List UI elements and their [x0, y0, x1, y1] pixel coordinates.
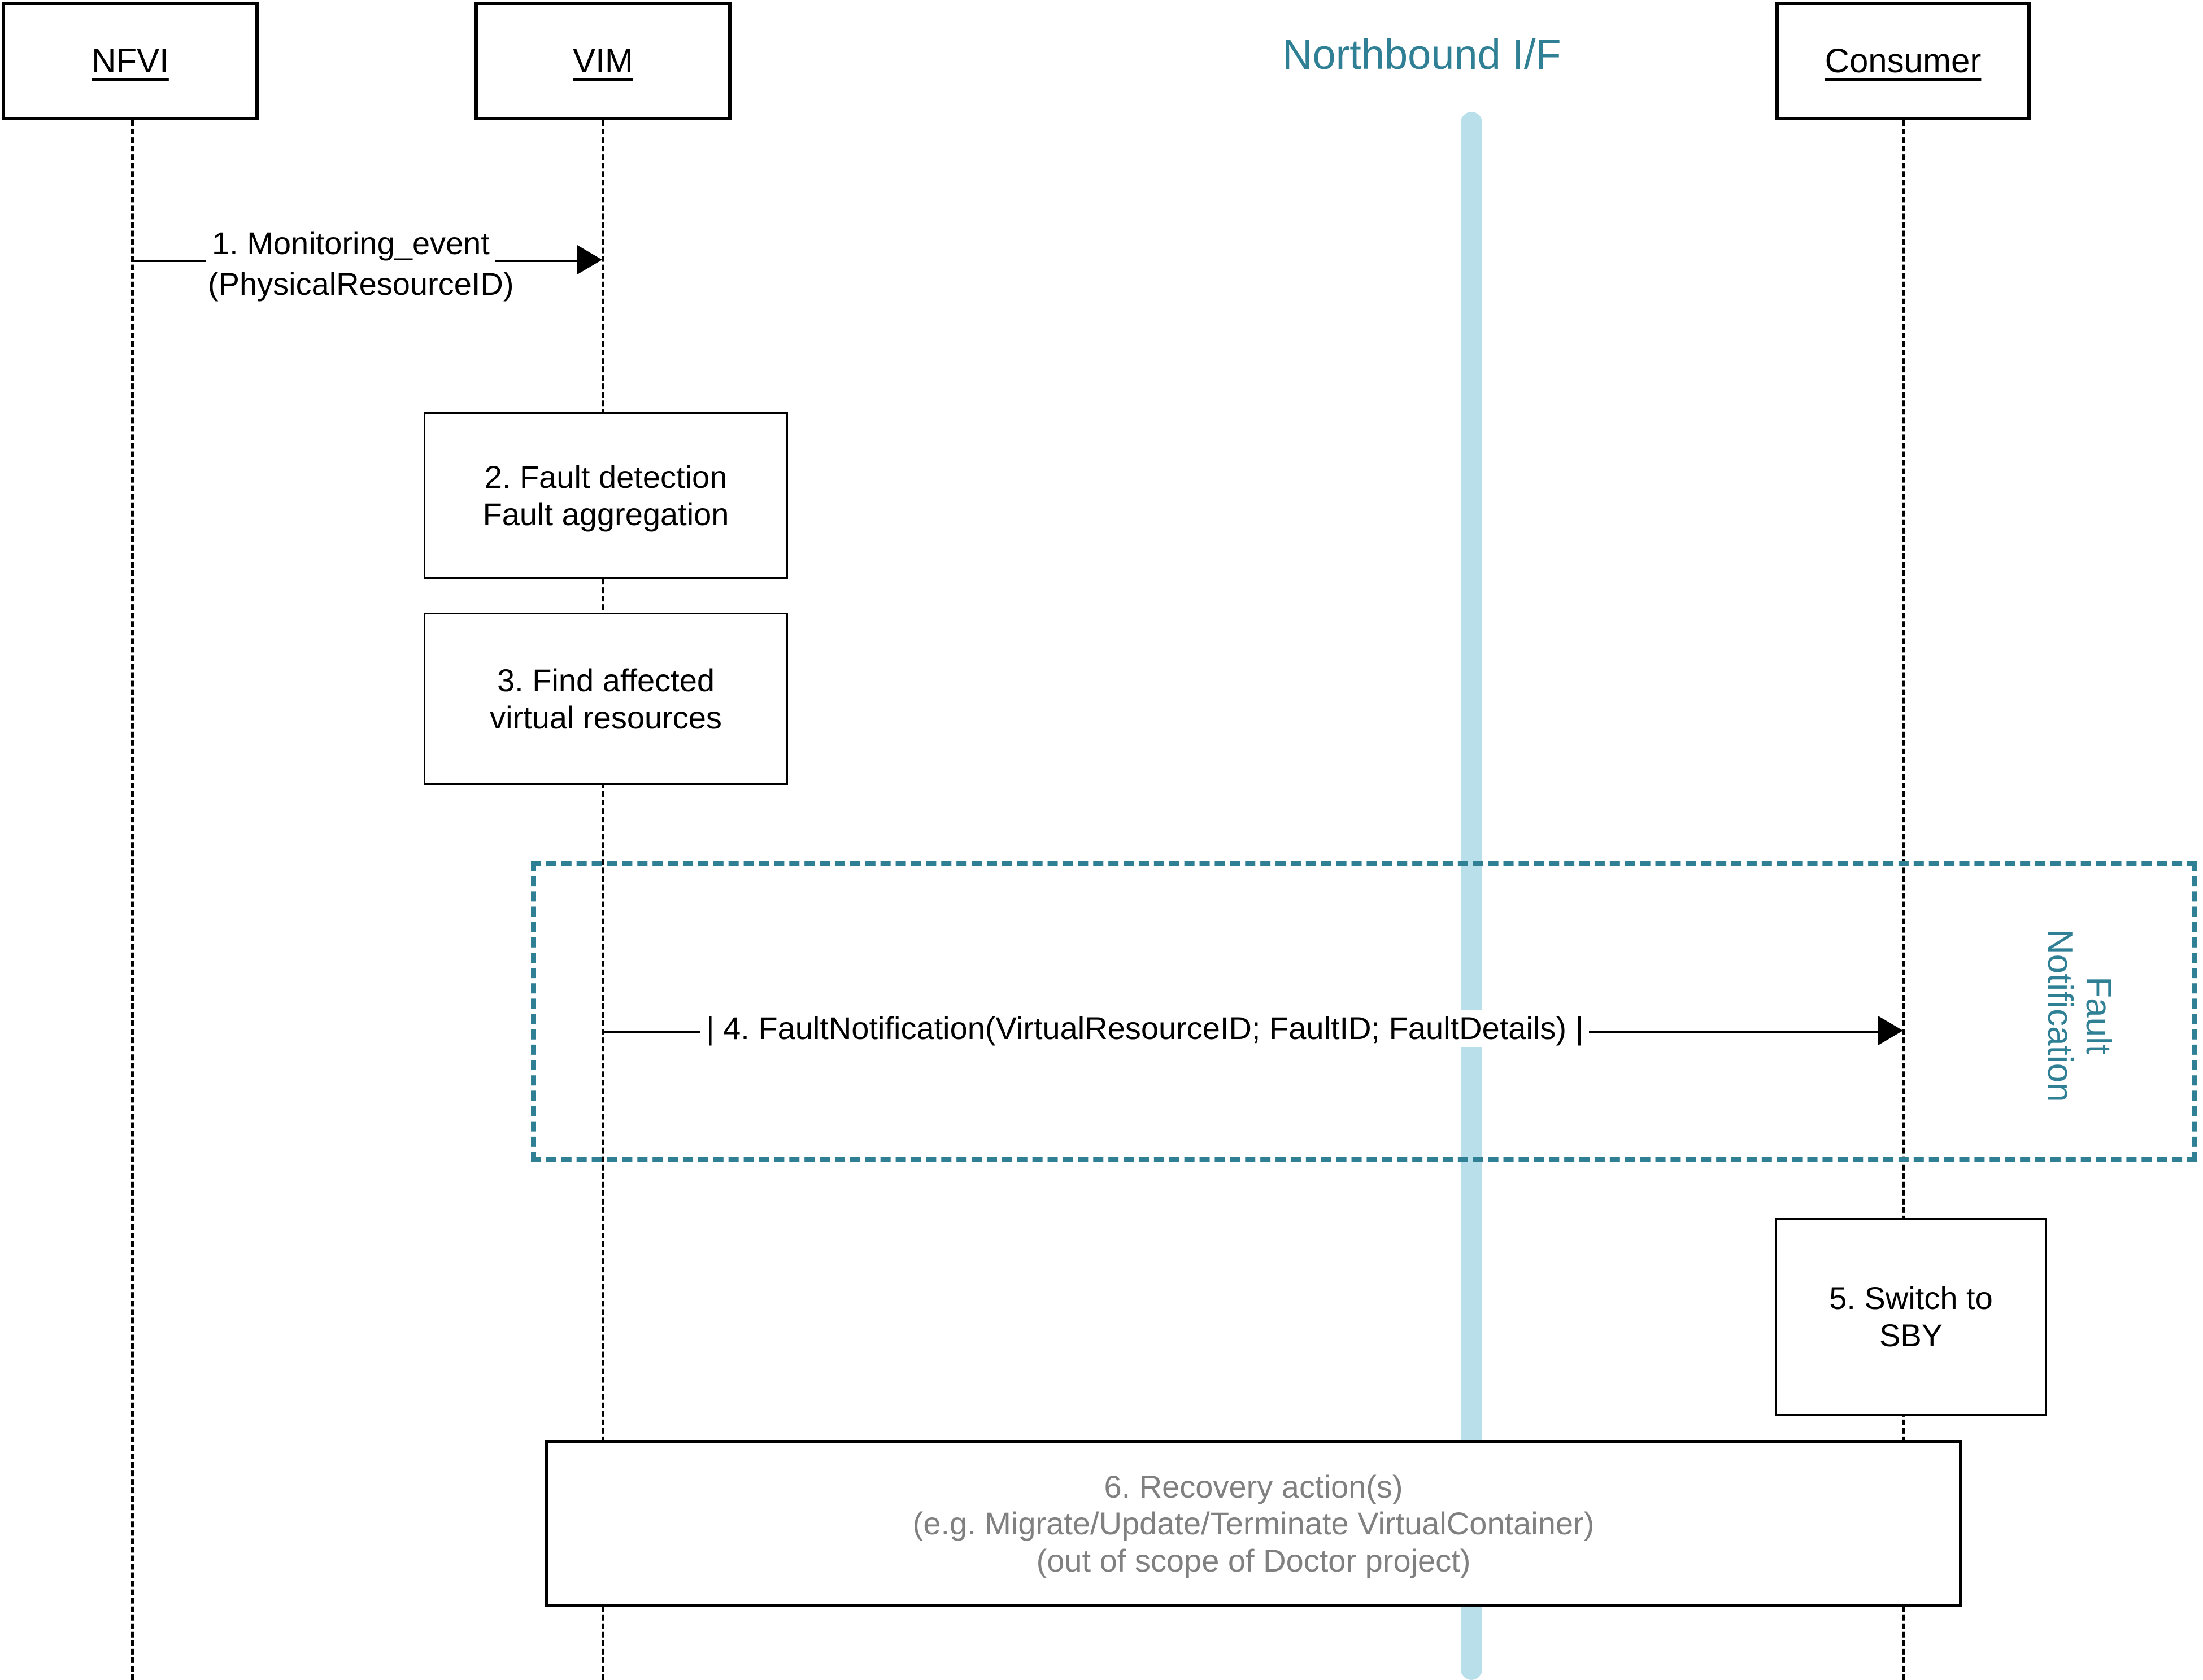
actor-box-consumer[interactable]: Consumer — [1775, 2, 2031, 120]
northbound-interface-band — [1461, 112, 1482, 1680]
message-arrowhead-4 — [1878, 1016, 1903, 1045]
process-box-step-6[interactable]: 6. Recovery action(s) (e.g. Migrate/Upda… — [545, 1440, 1962, 1607]
process-box-step-2-line2: Fault aggregation — [482, 496, 729, 532]
process-box-step-6-line2: (e.g. Migrate/Update/Terminate VirtualCo… — [912, 1506, 1595, 1542]
process-box-step-3-line1: 3. Find affected — [497, 662, 715, 698]
lifeline-consumer — [1902, 120, 1905, 1680]
fragment-label-fault-notification: Fault Notification — [2040, 869, 2118, 1162]
actor-label-nfvi: NFVI — [92, 42, 169, 80]
process-box-step-6-line1: 6. Recovery action(s) — [1104, 1468, 1403, 1504]
process-box-step-6-line3: (out of scope of Doctor project) — [1036, 1542, 1471, 1578]
lifeline-vim — [602, 120, 604, 1680]
process-box-step-2[interactable]: 2. Fault detection Fault aggregation — [424, 412, 788, 579]
process-box-step-5-line1: 5. Switch to — [1829, 1280, 1993, 1316]
message-label-4: | 4. FaultNotification(VirtualResourceID… — [700, 1010, 1590, 1047]
message-arrowhead-1 — [577, 245, 602, 274]
northbound-interface-label: Northbound I/F — [1282, 31, 1561, 78]
actor-box-vim[interactable]: VIM — [474, 2, 732, 120]
process-box-step-2-line1: 2. Fault detection — [484, 459, 728, 495]
lifeline-nfvi — [131, 120, 134, 1680]
message-label-1-line2: (PhysicalResourceID) — [202, 265, 520, 303]
actor-label-consumer: Consumer — [1825, 42, 1982, 80]
fragment-label-line1: Fault — [2079, 976, 2118, 1055]
process-box-step-3-line2: virtual resources — [490, 699, 722, 735]
message-label-1-line1: 1. Monitoring_event — [206, 225, 495, 262]
process-box-step-3[interactable]: 3. Find affected virtual resources — [424, 613, 788, 785]
fragment-label-line2: Notification — [2040, 928, 2079, 1102]
actor-label-vim: VIM — [573, 42, 633, 80]
process-box-step-5[interactable]: 5. Switch to SBY — [1775, 1218, 2047, 1416]
actor-box-nfvi[interactable]: NFVI — [2, 2, 259, 120]
process-box-step-5-line2: SBY — [1879, 1317, 1943, 1353]
